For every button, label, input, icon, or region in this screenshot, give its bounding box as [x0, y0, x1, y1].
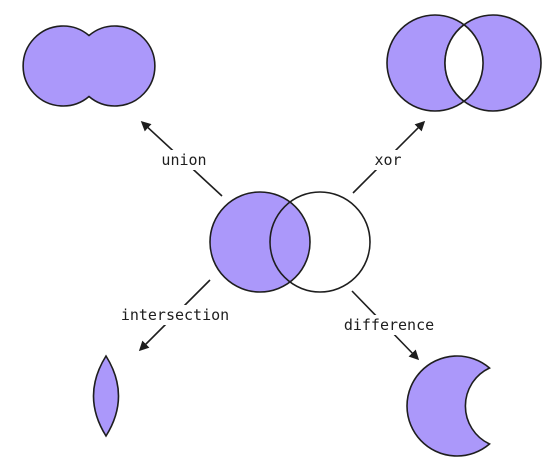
xor-label: xor — [374, 151, 401, 169]
union-label: union — [161, 151, 206, 169]
edge-label-intersection: intersection — [114, 305, 236, 325]
edge-label-xor: xor — [369, 150, 407, 170]
xor-shape — [386, 14, 542, 112]
difference-label: difference — [344, 316, 434, 334]
edge-label-union: union — [154, 150, 214, 170]
center-venn — [209, 191, 371, 293]
union-shape — [22, 25, 156, 107]
circle-b — [269, 191, 371, 293]
difference-shape — [406, 355, 491, 457]
intersection-label: intersection — [121, 306, 229, 324]
circle-a — [209, 191, 311, 293]
intersection-shape — [92, 354, 120, 438]
edge-label-difference: difference — [335, 315, 443, 335]
